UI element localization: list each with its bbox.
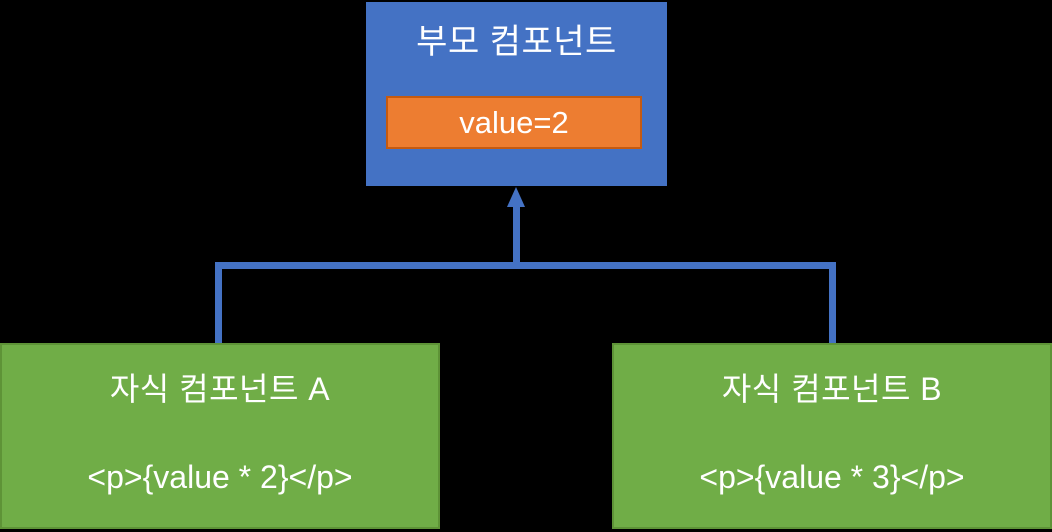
arrow-up-icon	[507, 187, 525, 207]
child-component-b-node: 자식 컴포넌트 B <p>{value * 3}</p>	[612, 343, 1052, 529]
parent-state-label: value=2	[459, 104, 569, 140]
parent-state-chip: value=2	[386, 96, 642, 149]
child-component-a-node: 자식 컴포넌트 A <p>{value * 2}</p>	[0, 343, 440, 529]
child-component-b-title: 자식 컴포넌트 B	[721, 371, 943, 407]
child-component-a-code: <p>{value * 2}</p>	[87, 459, 353, 495]
child-component-a-title: 자식 컴포넌트 A	[109, 371, 331, 407]
connector-drop-right	[829, 262, 836, 344]
connector-horizontal-bar	[215, 262, 836, 269]
parent-component-title: 부모 컴포넌트	[416, 23, 617, 61]
connector-drop-left	[215, 262, 222, 344]
child-component-b-code: <p>{value * 3}</p>	[699, 459, 965, 495]
connector-stem-vertical	[513, 205, 520, 267]
parent-component-node: 부모 컴포넌트 value=2	[366, 2, 667, 186]
